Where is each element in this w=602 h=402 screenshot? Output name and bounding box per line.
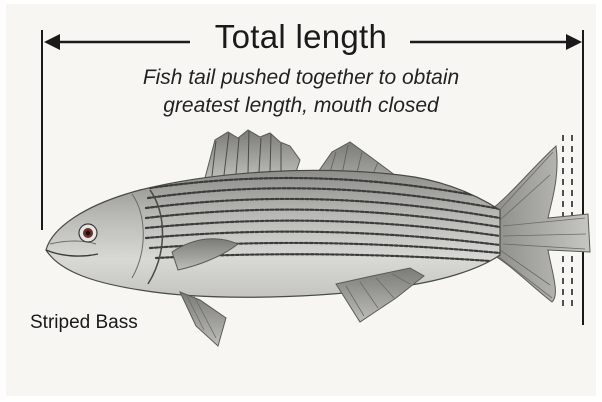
diagram-title: Total length [0, 18, 602, 56]
caudal-tail-fin [488, 146, 590, 302]
pelvic-fin [180, 292, 226, 346]
species-label: Striped Bass [30, 312, 138, 334]
caption-line-1: Fish tail pushed together to obtain [0, 64, 602, 92]
caption-line-2: greatest length, mouth closed [0, 92, 602, 120]
diagram-caption: Fish tail pushed together to obtain grea… [0, 64, 602, 120]
